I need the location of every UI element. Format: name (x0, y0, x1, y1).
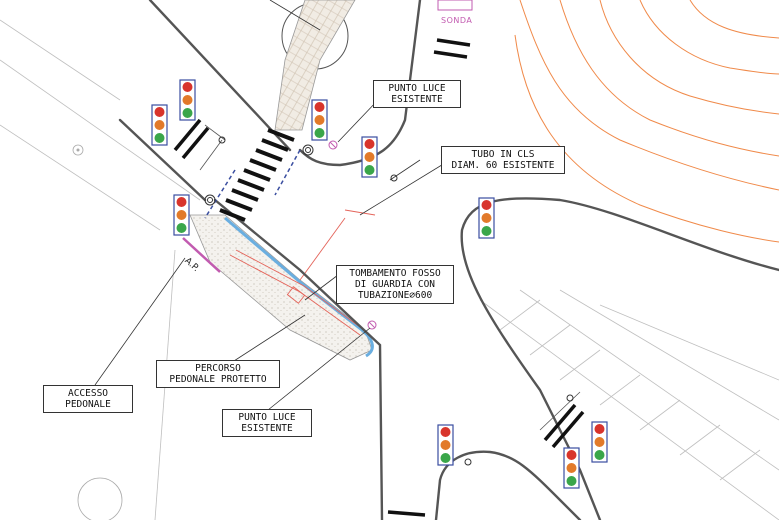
traffic-light-icon (151, 104, 168, 146)
culvert (229, 209, 376, 336)
zebra-crossing (219, 128, 295, 222)
traffic-light-icon (311, 99, 328, 141)
label-punto-luce-bottom: PUNTO LUCE ESISTENTE (222, 409, 312, 437)
label-sonda: SONDA (441, 16, 473, 25)
label-percorso: PERCORSO PEDONALE PROTETTO (156, 360, 280, 388)
label-punto-luce-top: PUNTO LUCE ESISTENTE (373, 80, 461, 108)
construction-lines (0, 19, 779, 520)
label-tombamento: TOMBAMENTO FOSSO DI GUARDIA CON TUBAZION… (336, 265, 454, 304)
label-tubo-cls: TUBO IN CLS DIAM. 60 ESISTENTE (441, 146, 565, 174)
light-pole-icon (204, 136, 574, 466)
traffic-light-icon (591, 421, 608, 463)
leader-lines (94, 0, 451, 411)
label-accesso: ACCESSO PEDONALE (43, 385, 133, 413)
traffic-light-icon (361, 136, 378, 178)
path-edge-blue (224, 216, 374, 358)
traffic-light-icon (179, 79, 196, 121)
traffic-light-icon (478, 197, 495, 239)
contour-lines (514, 0, 779, 243)
traffic-lights (151, 79, 608, 489)
stop-lines (173, 38, 585, 517)
traffic-light-icon (173, 194, 190, 236)
paved-strip (274, 0, 356, 131)
ap-marker (182, 237, 221, 273)
traffic-light-icon (437, 424, 454, 466)
traffic-light-icon (563, 447, 580, 489)
